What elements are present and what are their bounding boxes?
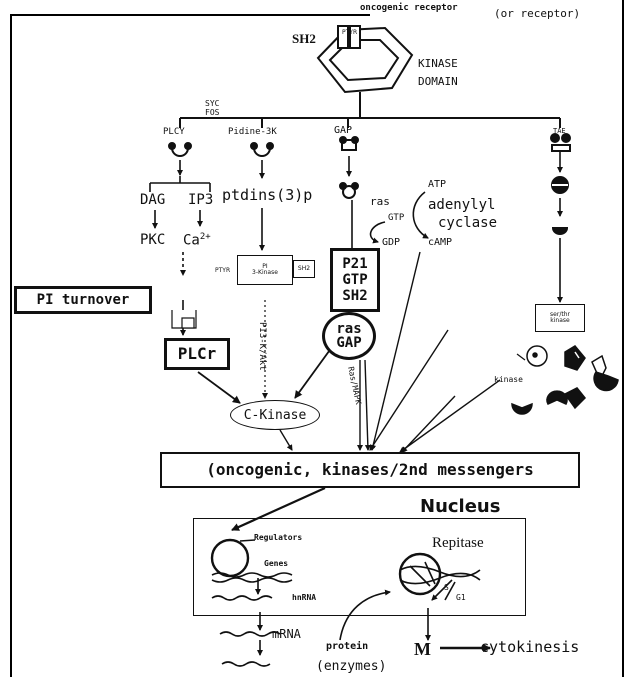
plc-receptor-glyph xyxy=(171,310,197,329)
gap-top-label: GAP xyxy=(334,125,353,136)
mrna-label: mRNA xyxy=(272,627,301,641)
ip3-label: IP3 xyxy=(188,192,214,208)
pi-3-kinase-label: PI xyxy=(262,263,268,270)
plcy-label: PLCY xyxy=(163,127,185,137)
sh2-small-label: SH2 xyxy=(297,265,311,272)
p21-gtp-sh2-box: P21 GTP SH2 xyxy=(330,248,380,312)
nucleus-label: Nucleus xyxy=(420,496,501,517)
nucleus-internals xyxy=(210,538,481,601)
plcr-box: PLCr xyxy=(164,338,230,370)
pi3k-akt-label: PI3-K/Akt xyxy=(257,322,267,371)
s-label: S xyxy=(444,583,449,592)
c-kinase-label: C-Kinase xyxy=(243,407,307,423)
ptyr-receptor-label: PTYR xyxy=(342,29,358,36)
ser-thr-kinase-label: ser/thr xyxy=(550,311,570,318)
frame-top-border xyxy=(10,14,370,16)
ras-label: ras xyxy=(370,195,390,208)
ras-gap-label-2: GAP xyxy=(336,335,362,351)
m-phase-label: M xyxy=(414,639,431,659)
p21-label: P21 xyxy=(342,256,368,272)
ptyr-small-label: PTYR xyxy=(215,267,231,274)
pi-turnover-box: PI turnover xyxy=(14,286,152,314)
regulators-label: Regulators xyxy=(254,533,303,542)
pkc-label: PKC xyxy=(140,232,166,248)
kinase-lower-label: kinase xyxy=(494,375,523,384)
camp-label: cAMP xyxy=(428,237,453,248)
adenylyl-label: adenylyl xyxy=(428,197,496,213)
dag-label: DAG xyxy=(140,192,166,208)
messengers-label: (oncogenic, kinases/2nd messengers xyxy=(206,460,534,479)
c-kinase-ellipse: C-Kinase xyxy=(230,400,320,430)
kinase-domain-label: KINASE xyxy=(418,57,458,70)
sh2-small-box: SH2 xyxy=(293,260,315,278)
ser-thr-kinase-box: ser/thr kinase xyxy=(535,304,585,332)
protein-label: protein xyxy=(326,641,369,652)
frame-right-border xyxy=(622,0,624,677)
ras-gap-ellipse: ras GAP xyxy=(322,312,376,360)
cytokinesis-label: cytokinesis xyxy=(480,638,580,656)
sh2-box-label: SH2 xyxy=(342,288,368,304)
cyclase-label: cyclase xyxy=(438,215,498,231)
ser-thr-kinase-label-2: kinase xyxy=(550,317,570,324)
pi-3-kinase-box: PI 3-Kinase xyxy=(237,255,293,285)
ras-gap-label: ras xyxy=(336,321,362,337)
gtp-label: GTP xyxy=(388,213,405,223)
messengers-box: (oncogenic, kinases/2nd messengers xyxy=(160,452,580,488)
oncogenic-receptor-label: oncogenic receptor xyxy=(360,3,458,13)
g1-label: G1 xyxy=(456,593,466,602)
syc-label: SYC xyxy=(205,99,220,108)
hnrna-label: hnRNA xyxy=(292,593,317,602)
ca-label: Ca2+ xyxy=(183,233,211,248)
kinase-domain-label-2: DOMAIN xyxy=(418,75,458,88)
genes-label: Genes xyxy=(264,559,289,568)
frame-left-border xyxy=(10,14,12,677)
pi-3-kinase-label-2: 3-Kinase xyxy=(252,269,278,276)
gdp-label: GDP xyxy=(382,237,401,248)
branch-lines xyxy=(179,105,561,128)
receptor-kinase-shape xyxy=(316,25,414,105)
atp-label: ATP xyxy=(428,179,447,190)
pi-turnover-label: PI turnover xyxy=(36,292,130,308)
ptdins-label: ptdins(3)p xyxy=(222,186,313,204)
enzymes-label: (enzymes) xyxy=(316,659,387,674)
ca-text: Ca xyxy=(183,232,200,249)
repitase-label: Repitase xyxy=(432,535,484,551)
fos-label: FOS xyxy=(205,108,220,117)
ca-superscript: 2+ xyxy=(199,232,211,242)
plcr-label: PLCr xyxy=(177,344,217,363)
gtp-box-label: GTP xyxy=(342,272,368,288)
pidine-3k-label: Pidine-3K xyxy=(228,127,277,137)
sh2-receptor-label: SH2 xyxy=(292,31,316,46)
kinase-cluster-shapes xyxy=(511,345,619,415)
or-receptor-label: (or receptor) xyxy=(494,7,581,20)
tae-label: TAE xyxy=(553,127,566,135)
nucleus-box xyxy=(193,518,526,616)
protein-icons xyxy=(168,133,571,235)
